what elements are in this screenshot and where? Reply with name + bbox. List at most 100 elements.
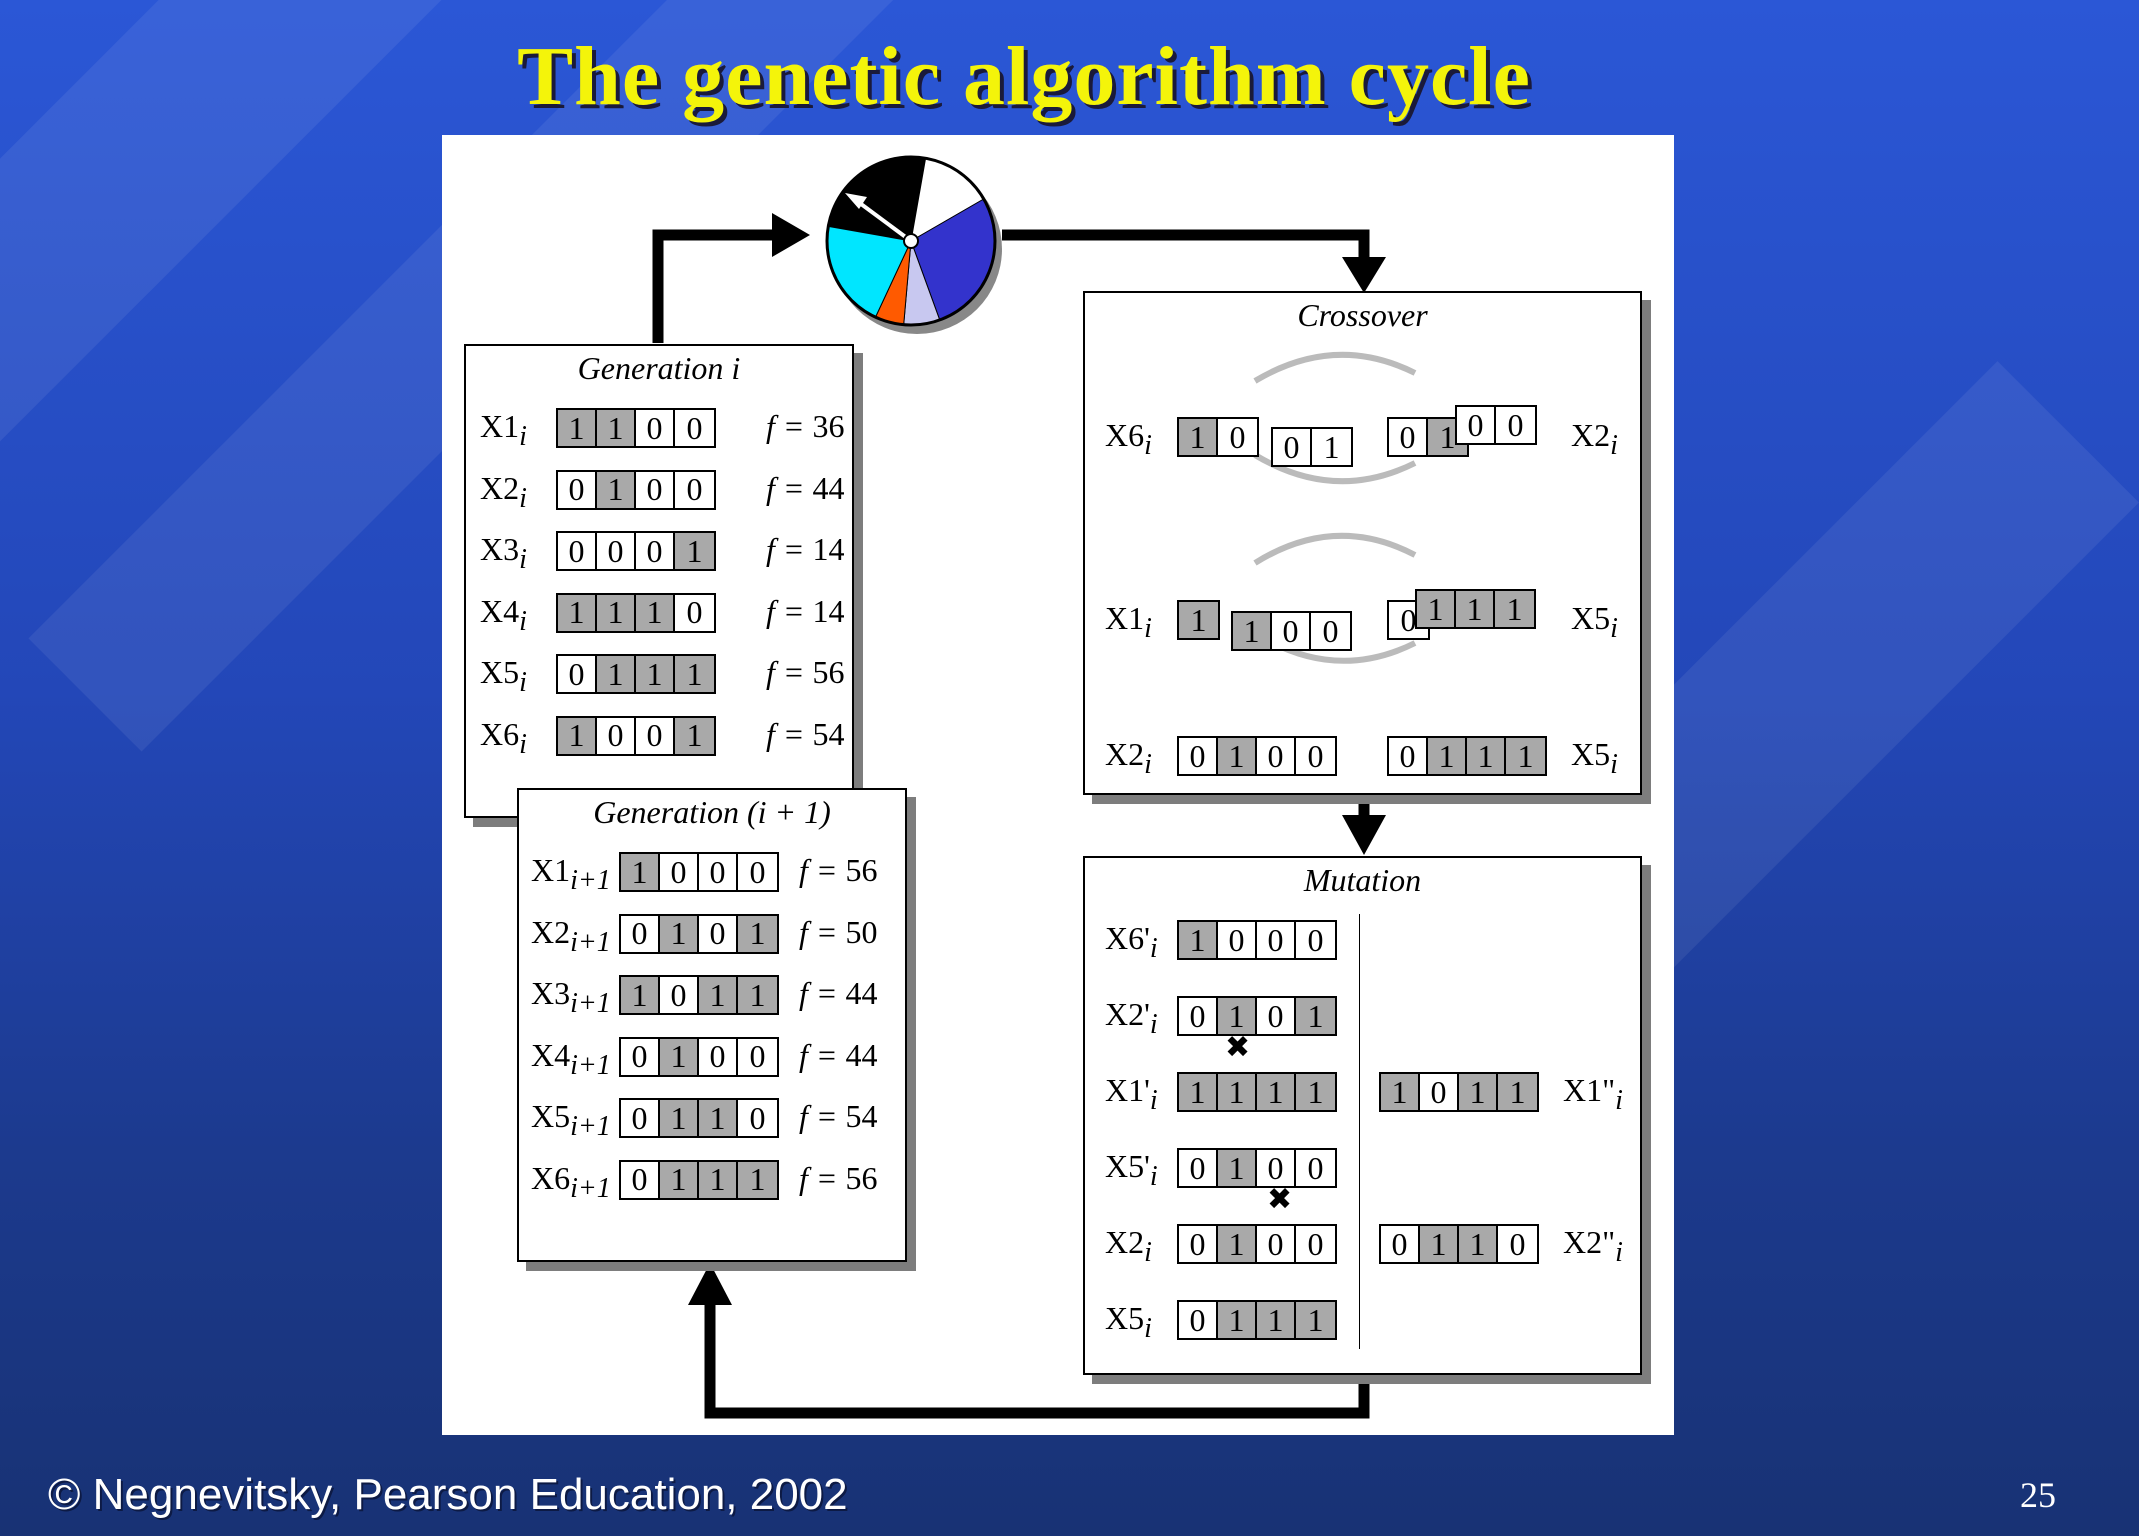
chromosome-subscript: i <box>519 544 527 575</box>
gene-bit: 1 <box>621 854 660 890</box>
gene-bit: 1 <box>1323 428 1340 465</box>
gene-bit: 1 <box>597 471 636 508</box>
generation-i-title: Generation i <box>577 350 741 386</box>
gene-bit: 1 <box>1257 1302 1296 1338</box>
fitness-prefix: f = <box>766 469 813 506</box>
chromosome-label: X2i+1 <box>531 914 611 961</box>
fitness-prefix: f = <box>799 975 846 1011</box>
gene-bit: 1 <box>660 915 699 952</box>
gene-bit: 1 <box>597 410 636 446</box>
chromosome-label: X6'i <box>1105 920 1158 967</box>
gene-bit: 0 <box>660 977 699 1013</box>
chromosome-name: X2 <box>1105 1224 1145 1260</box>
fitness-number: 44 <box>812 469 845 506</box>
mutation-title: Mutation <box>1303 862 1422 898</box>
chromosome-label: X5'i <box>1105 1148 1158 1195</box>
fitness-number: 14 <box>812 531 845 567</box>
gene-bit: 1 <box>636 656 675 692</box>
fitness-prefix: f = <box>766 654 813 690</box>
chromosome-name: X3 <box>531 975 571 1011</box>
chromosome-name: X6 <box>480 715 520 752</box>
chromosome-label: X1i <box>1105 600 1152 647</box>
mutation-divider <box>1359 914 1360 1349</box>
gene-bit: 1 <box>699 977 738 1013</box>
gene-bit: 0 <box>1322 612 1339 649</box>
gene-bit: 0 <box>699 1038 738 1075</box>
chromosome-subscript: i <box>1149 1085 1158 1116</box>
chromosome-name: X4 <box>531 1036 571 1073</box>
gene-bit: 1 <box>597 594 636 631</box>
chromosome-name: X2 <box>1105 736 1145 772</box>
chromosome-label: X2i <box>1105 736 1152 783</box>
chromosome-subscript: i <box>519 421 527 452</box>
fitness-value: f = 54 <box>766 716 844 752</box>
chromosome-subscript: i <box>1149 1009 1158 1040</box>
gene-bit: 1 <box>660 1161 699 1198</box>
gene-bit: 1 <box>636 594 675 631</box>
chromosome-label: X2"i <box>1563 1224 1623 1271</box>
arrow-to-roulette-head <box>772 213 810 257</box>
fitness-value: f = 54 <box>799 1098 877 1134</box>
gene-bit: 0 <box>621 1038 660 1075</box>
chromosome-label: X5i <box>480 654 527 701</box>
gene-bit: 1 <box>1179 922 1218 958</box>
gene-bit: 0 <box>749 1038 766 1074</box>
gene-bit: 1 <box>558 594 597 631</box>
chromosome-subscript: i+1 <box>570 865 611 896</box>
gene-bit: 1 <box>1459 1074 1498 1110</box>
chromosome-name: X5 <box>1571 736 1611 772</box>
chromosome-label: X6i <box>1105 417 1152 464</box>
fitness-prefix: f = <box>799 1159 846 1196</box>
chromosome-name: X5 <box>480 654 520 690</box>
gene-bit: 1 <box>675 656 714 692</box>
gene-bit: 0 <box>1179 1302 1218 1338</box>
chromosome-name: X1 <box>531 852 571 888</box>
gene-bit: 0 <box>686 471 703 507</box>
fitness-prefix: f = <box>799 1098 846 1134</box>
gene-bit: 0 <box>1257 998 1296 1034</box>
gene-bit: 1 <box>1381 1074 1420 1110</box>
gene-bit: 1 <box>675 717 714 754</box>
parent-segment: 1 <box>1177 600 1220 640</box>
gene-bit: 0 <box>597 717 636 754</box>
gene-bit: 1 <box>738 1161 777 1198</box>
chromosome-subscript: i <box>1144 430 1152 461</box>
gene-bit: 0 <box>1307 1149 1324 1186</box>
gene-bit: 1 <box>1459 1226 1498 1262</box>
slide-title: The genetic algorithm cycle <box>517 30 1531 123</box>
arrow-to-crossover <box>1002 229 1370 263</box>
gene-bit: 0 <box>699 915 738 952</box>
gene-bit: 0 <box>1179 1226 1218 1262</box>
gene-bit: 1 <box>660 1100 699 1136</box>
gene-bit: 0 <box>1257 1150 1296 1186</box>
fitness-number: 44 <box>845 1036 878 1073</box>
chromosome-label: X2i <box>1105 1224 1152 1271</box>
chromosome-name: X5 <box>1105 1300 1145 1336</box>
gene-bit: 1 <box>699 1100 738 1136</box>
fitness-number: 14 <box>812 592 845 629</box>
gene-bit: 0 <box>1257 1226 1296 1262</box>
gene-bit: 1 <box>738 915 777 952</box>
chromosome-label: X2'i <box>1105 996 1158 1043</box>
chromosome-label: X4i <box>480 593 527 640</box>
footer-copyright: © Negnevitsky, Pearson Education, 2002 <box>48 1470 848 1519</box>
gene-bit: 1 <box>1467 738 1506 774</box>
chromosome-subscript: i <box>1149 1161 1158 1192</box>
chromosome-name: X2" <box>1563 1224 1616 1260</box>
chromosome-name: X5 <box>1571 600 1611 636</box>
arrow-to-mutation-head <box>1342 815 1386 855</box>
chromosome-subscript: i <box>519 667 527 698</box>
fitness-prefix: f = <box>766 408 813 444</box>
